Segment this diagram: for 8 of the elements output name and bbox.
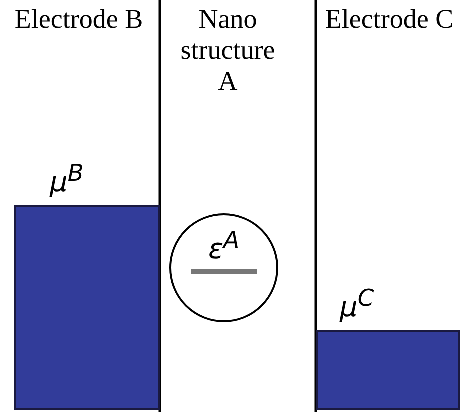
- heading-label: Nano structure A: [180, 4, 276, 97]
- energy-symbol: ε$^{A}$: [207, 225, 241, 264]
- energy-level-bar: [316, 330, 460, 410]
- heading-label: Electrode C: [324, 4, 455, 35]
- chemical-potential-label: μ$^{C}$: [340, 283, 374, 322]
- energy-level-bar: [14, 205, 160, 410]
- heading-label: Electrode B: [14, 4, 144, 35]
- chemical-potential-label: μ$^{B}$: [50, 158, 84, 198]
